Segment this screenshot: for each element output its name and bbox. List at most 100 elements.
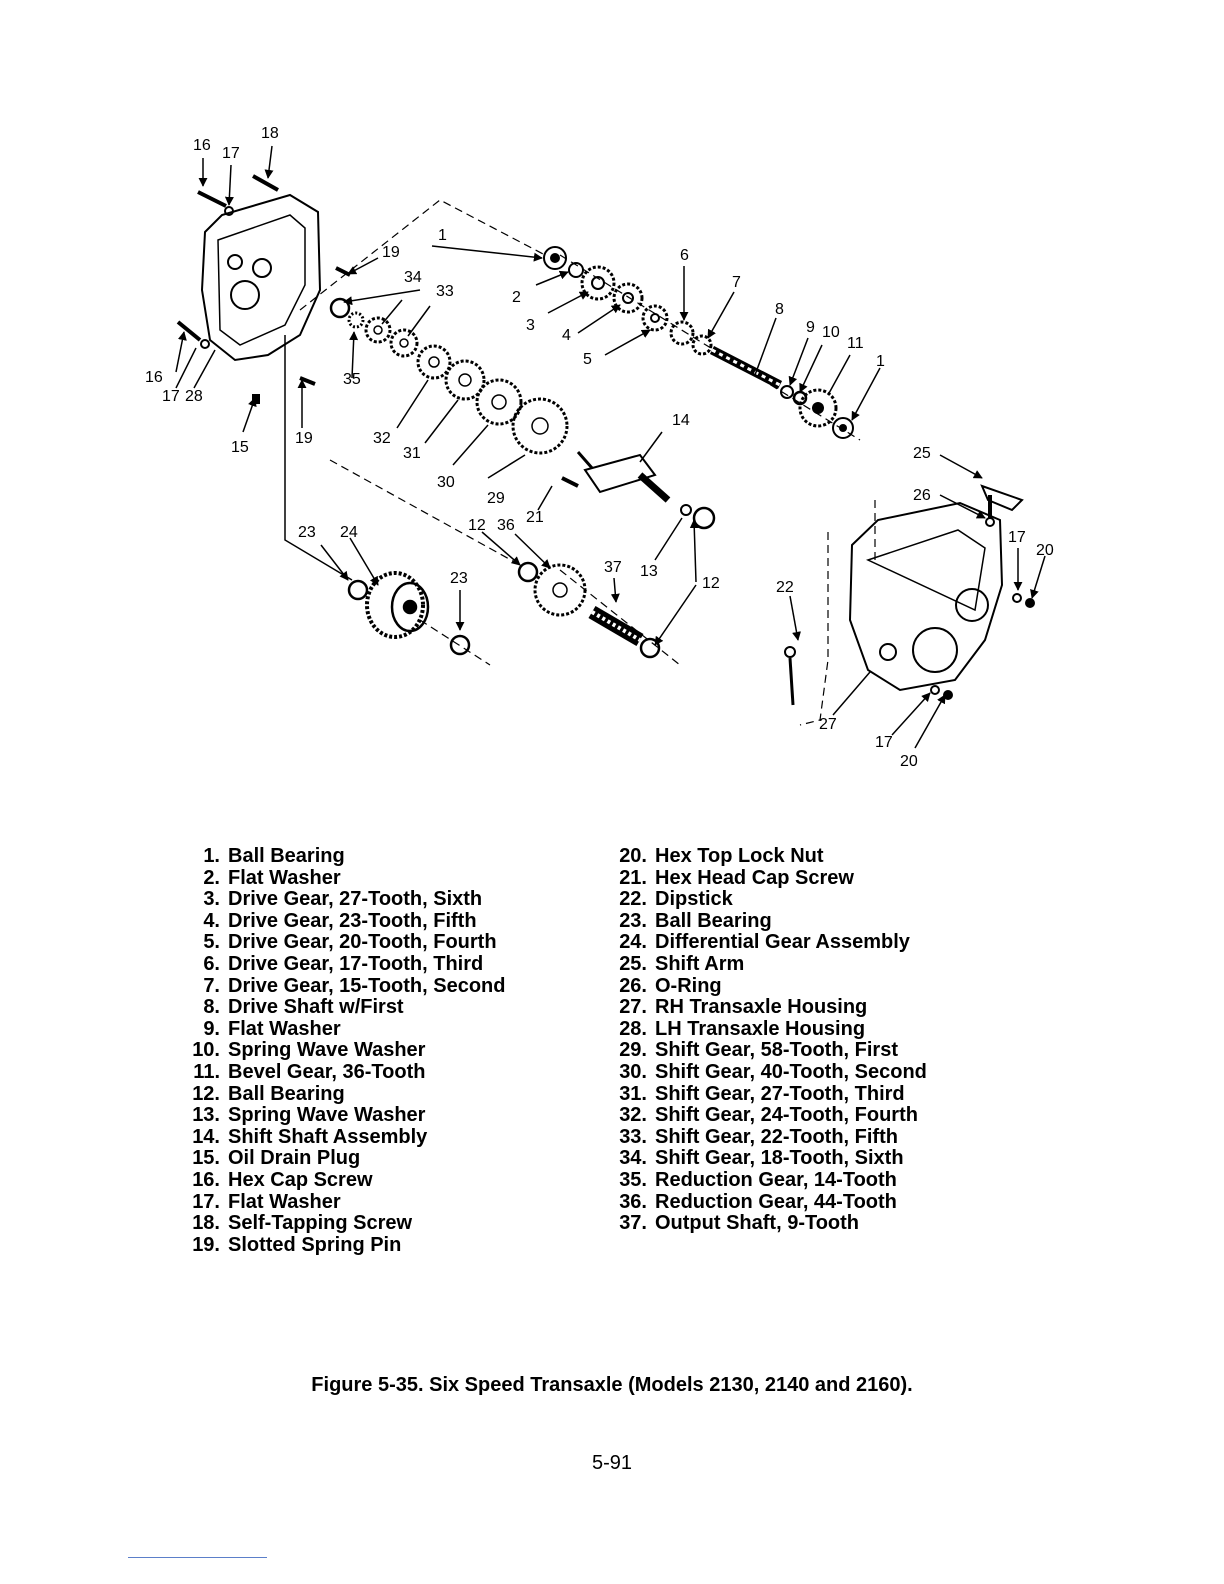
legend-item-number: 8.	[203, 996, 220, 1019]
bearing-23b	[449, 634, 471, 656]
legend-item: 3.Drive Gear, 27-Tooth, Sixth	[180, 889, 505, 911]
legend-item: 14.Shift Shaft Assembly	[180, 1126, 505, 1149]
callout-9: 9	[806, 319, 815, 336]
legend-item-text: Drive Gear, 27-Tooth, Sixth	[228, 888, 483, 911]
nut-20-right	[1025, 598, 1035, 608]
legend-item-text: Shift Gear, 40-Tooth, Second	[655, 1060, 927, 1083]
bearing-1	[543, 246, 567, 270]
legend-item-number: 11.	[193, 1060, 220, 1083]
callout-8: 8	[775, 301, 784, 318]
page-number: 5-91	[591, 1452, 633, 1474]
nut-20-bottom	[943, 690, 953, 700]
callout-13: 13	[640, 563, 658, 580]
dipstick-22	[784, 646, 796, 706]
rh-transaxle-housing	[848, 501, 1004, 692]
legend-item: 7.Drive Gear, 15-Tooth, Second	[180, 974, 505, 998]
legend-item-number: 10.	[192, 1039, 220, 1062]
legend-item-number: 28.	[619, 1017, 647, 1040]
legend-item-text: Ball Bearing	[228, 845, 345, 867]
legend-item-text: Dipstick	[655, 888, 733, 911]
callout-26: 26	[913, 487, 931, 504]
callout-35: 35	[343, 371, 361, 388]
flat-washer-17-top	[224, 206, 234, 216]
legend-item: 34.Shift Gear, 18-Tooth, Sixth	[607, 1148, 927, 1170]
legend-item-number: 17.	[192, 1190, 220, 1213]
callout-31: 31	[403, 445, 421, 462]
legend-item: 4.Drive Gear, 23-Tooth, Fifth	[180, 910, 505, 933]
legend-item: 33.Shift Gear, 22-Tooth, Fifth	[607, 1126, 927, 1149]
washer-17-right	[1012, 593, 1022, 603]
legend-item: 9.Flat Washer	[180, 1017, 505, 1041]
legend-item-number: 1.	[203, 845, 220, 867]
legend-item-number: 19.	[192, 1233, 220, 1256]
legend-item: 22. Dipstick	[607, 889, 927, 911]
legend-item-number: 25.	[619, 952, 647, 975]
legend-item-text: Reduction Gear, 14-Tooth	[655, 1168, 897, 1191]
drive-gear-6	[669, 320, 695, 346]
legend-item-text: RH Transaxle Housing	[655, 996, 868, 1019]
legend-item-text: Drive Shaft w/First	[228, 996, 404, 1019]
drive-gear-7	[691, 334, 713, 356]
callout-10: 10	[822, 324, 840, 341]
legend-item: 2.Flat Washer	[180, 866, 505, 890]
bearing-12c	[639, 637, 661, 659]
legend-item: 31.Shift Gear, 27-Tooth, Third	[607, 1082, 927, 1106]
footer-rule	[128, 1557, 267, 1558]
drive-gear-5	[641, 304, 669, 332]
callout-1b: 1	[876, 353, 885, 370]
legend-item: 28.LH Transaxle Housing	[607, 1017, 927, 1041]
legend-item-text: Spring Wave Washer	[228, 1039, 426, 1062]
legend-item: 32.Shift Gear, 24-Tooth, Fourth	[607, 1105, 927, 1127]
callout-37: 37	[604, 559, 622, 576]
legend-item-text: O-Ring	[655, 974, 722, 997]
legend-item-number: 7.	[203, 974, 220, 997]
legend-item-text: Hex Cap Screw	[228, 1168, 373, 1191]
differential-gear-assembly-24	[365, 571, 430, 639]
flat-washer-9	[780, 385, 794, 399]
legend-item-number: 22.	[619, 888, 647, 911]
shift-gear-31	[444, 359, 486, 401]
shift-gear-33	[389, 328, 419, 358]
legend-item-text: Differential Gear Assembly	[655, 931, 910, 954]
legend-item-number: 2.	[203, 866, 220, 889]
legend-item-text: Shift Arm	[655, 952, 745, 975]
callout-6: 6	[680, 247, 689, 264]
callout-17: 17	[222, 145, 240, 162]
legend-item-text: Drive Gear, 17-Tooth, Third	[228, 952, 484, 975]
exploded-transaxle-diagram: 16 17 18 1 19 34 33 2 3 4 5 6 7 8 9 10 1…	[145, 125, 1054, 770]
output-shaft-37	[588, 605, 644, 647]
callout-15: 15	[231, 439, 249, 456]
legend-item: 37.Output Shaft, 9-Tooth	[607, 1212, 927, 1235]
shift-shaft-assembly-14	[576, 451, 671, 503]
legend-item: 16.Hex Cap Screw	[180, 1168, 505, 1192]
legend-item-number: 30.	[619, 1060, 647, 1083]
callout-16b: 16	[145, 369, 163, 386]
legend-item-number: 37.	[619, 1212, 647, 1235]
drive-gear-4	[612, 282, 644, 314]
legend-item-text: Shift Gear, 24-Tooth, Fourth	[655, 1104, 918, 1127]
flat-washer-17-left	[200, 339, 210, 349]
bearing-near-housing	[329, 297, 351, 319]
legend-item-text: Flat Washer	[228, 1190, 341, 1213]
shift-gear-29	[511, 397, 569, 455]
legend-item-number: 34.	[619, 1147, 647, 1170]
legend-item-text: Spring Wave Washer	[228, 1104, 426, 1127]
flat-washer-2	[568, 262, 584, 278]
callout-3: 3	[526, 317, 535, 334]
legend-item: 29.Shift Gear, 58-Tooth, First	[607, 1040, 927, 1062]
bearing-12a	[692, 506, 716, 530]
callout-4: 4	[562, 327, 571, 344]
callout-30: 30	[437, 474, 455, 491]
legend-item-number: 24.	[619, 931, 647, 954]
legend-item-number: 36.	[619, 1190, 647, 1213]
legend-item-text: Shift Gear, 27-Tooth, Third	[655, 1082, 905, 1105]
callout-12b: 12	[702, 575, 720, 592]
legend-item-text: Flat Washer	[228, 1017, 341, 1040]
legend-item: 11.Bevel Gear, 36-Tooth	[180, 1060, 505, 1084]
hex-head-cap-screw-21	[561, 476, 579, 488]
legend-item-number: 20.	[619, 845, 647, 867]
spring-wave-washer-13	[680, 504, 692, 516]
figure-caption: Figure 5-35. Six Speed Transaxle (Models…	[311, 1374, 913, 1396]
legend-item: 25. Shift Arm	[607, 952, 927, 976]
